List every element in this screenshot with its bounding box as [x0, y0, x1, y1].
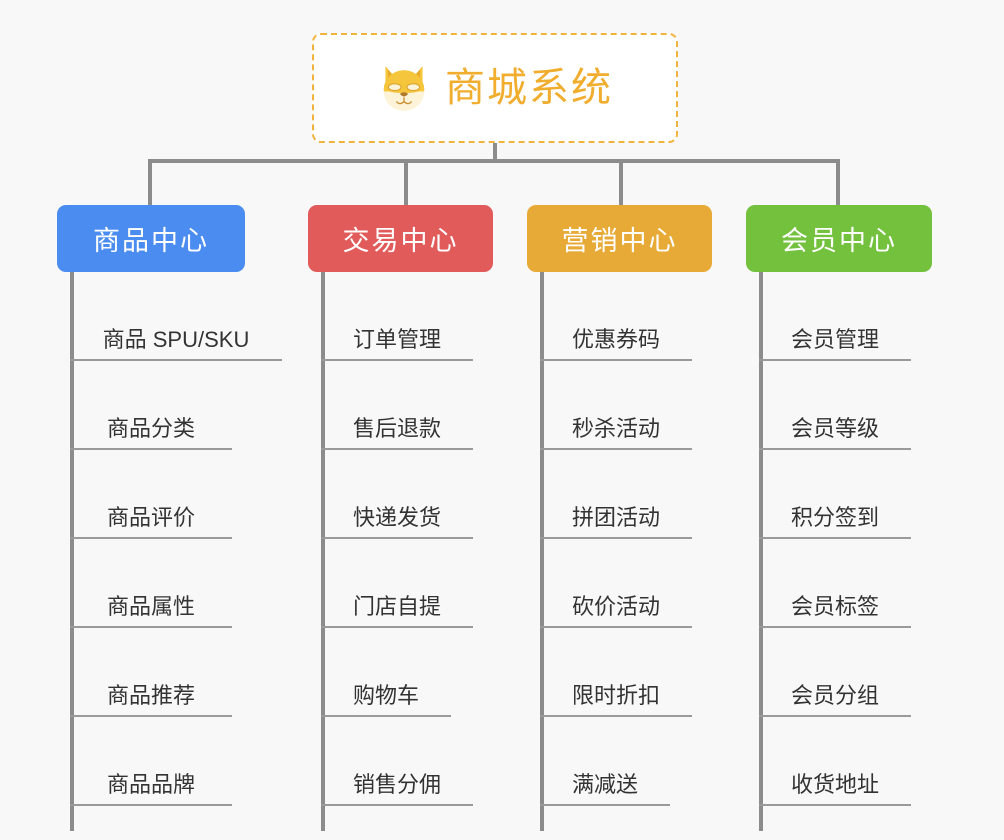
branch-trunk [321, 272, 325, 831]
leaf-label: 积分签到 [790, 504, 879, 530]
leaf-item[interactable]: 秒杀活动 [540, 361, 692, 450]
leaf-item[interactable]: 限时折扣 [540, 628, 692, 717]
leaf-underline [540, 626, 692, 628]
category-label: 交易中心 [342, 226, 459, 256]
leaf-label: 快递发货 [352, 504, 441, 530]
connector-drop-3 [619, 159, 623, 205]
leaf-underline [540, 715, 692, 717]
leaf-item[interactable]: 快递发货 [321, 450, 473, 539]
leaf-underline [321, 626, 473, 628]
leaf-underline [540, 359, 692, 361]
leaf-label: 收货地址 [790, 771, 879, 797]
connector-drop-4 [836, 159, 840, 205]
leaf-underline [70, 715, 232, 717]
leaf-underline [321, 448, 473, 450]
leaf-item[interactable]: 收货地址 [759, 717, 911, 806]
leaf-label: 商品评价 [106, 504, 195, 530]
connector-horizontal-bus [148, 159, 840, 163]
leaf-item[interactable]: 拼团活动 [540, 450, 692, 539]
leaf-item[interactable]: 销售分佣 [321, 717, 473, 806]
leaf-underline [759, 626, 911, 628]
leaf-label: 秒杀活动 [571, 415, 660, 441]
leaf-item[interactable]: 商品品牌 [70, 717, 232, 806]
category-box-marketing[interactable]: 营销中心 [527, 205, 712, 272]
leaf-item[interactable]: 优惠券码 [540, 272, 692, 361]
leaf-label: 商品推荐 [106, 682, 195, 708]
branch-trunk [759, 272, 763, 831]
leaf-underline [759, 537, 911, 539]
leaf-underline [321, 359, 473, 361]
leaf-item[interactable]: 售后退款 [321, 361, 473, 450]
leaf-label: 商品品牌 [106, 771, 195, 797]
shiba-dog-face-icon [383, 66, 425, 111]
leaf-underline [321, 715, 451, 717]
category-label: 商品中心 [93, 226, 209, 256]
leaf-label: 会员等级 [790, 415, 879, 441]
leaf-underline [70, 804, 232, 806]
leaf-item[interactable]: 商品推荐 [70, 628, 232, 717]
leaf-item[interactable]: 商品 SPU/SKU [70, 272, 282, 361]
leaf-item[interactable]: 会员管理 [759, 272, 911, 361]
leaf-underline [540, 448, 692, 450]
leaf-item[interactable]: 订单管理 [321, 272, 473, 361]
leaf-item[interactable]: 积分签到 [759, 450, 911, 539]
leaf-label: 售后退款 [352, 415, 441, 441]
leaf-label: 商品分类 [106, 415, 195, 441]
connector-drop-1 [148, 159, 152, 205]
category-box-product[interactable]: 商品中心 [57, 205, 245, 272]
root-title: 商城系统 [445, 66, 613, 110]
leaf-label: 会员分组 [790, 682, 879, 708]
leaf-label: 限时折扣 [571, 682, 660, 708]
leaf-underline [759, 804, 911, 806]
leaf-item[interactable]: 会员分组 [759, 628, 911, 717]
connector-drop-2 [404, 159, 408, 205]
leaf-label: 销售分佣 [352, 771, 441, 797]
category-box-trade[interactable]: 交易中心 [308, 205, 493, 272]
leaf-label: 商品属性 [106, 593, 195, 619]
leaf-underline [70, 626, 232, 628]
leaf-item[interactable]: 门店自提 [321, 539, 473, 628]
leaf-underline [759, 715, 911, 717]
leaf-item[interactable]: 商品评价 [70, 450, 232, 539]
leaf-underline [321, 804, 473, 806]
leaf-label: 优惠券码 [571, 326, 660, 352]
leaf-underline [759, 448, 911, 450]
leaf-label: 门店自提 [352, 593, 441, 619]
root-node[interactable]: 商城系统 [312, 33, 678, 143]
leaf-label: 拼团活动 [571, 504, 660, 530]
leaf-item[interactable]: 会员等级 [759, 361, 911, 450]
leaf-underline [70, 359, 282, 361]
category-label: 营销中心 [561, 226, 678, 256]
leaf-underline [540, 804, 670, 806]
leaf-label: 砍价活动 [571, 593, 660, 619]
leaf-label: 购物车 [352, 682, 419, 708]
leaf-underline [759, 359, 911, 361]
leaf-item[interactable]: 满减送 [540, 717, 670, 806]
leaf-item[interactable]: 砍价活动 [540, 539, 692, 628]
leaf-item[interactable]: 商品分类 [70, 361, 232, 450]
leaf-underline [70, 448, 232, 450]
category-label: 会员中心 [781, 226, 897, 256]
branch-trunk [540, 272, 544, 831]
leaf-item[interactable]: 商品属性 [70, 539, 232, 628]
branch-trunk [70, 272, 74, 831]
leaf-label: 满减送 [571, 771, 638, 797]
leaf-underline [540, 537, 692, 539]
category-box-member[interactable]: 会员中心 [746, 205, 932, 272]
leaf-label: 订单管理 [352, 326, 441, 352]
connector-root-stem [493, 143, 497, 163]
leaf-underline [70, 537, 232, 539]
leaf-label: 商品 SPU/SKU [102, 326, 250, 352]
leaf-underline [321, 537, 473, 539]
leaf-item[interactable]: 会员标签 [759, 539, 911, 628]
leaf-label: 会员管理 [790, 326, 879, 352]
leaf-item[interactable]: 购物车 [321, 628, 451, 717]
leaf-label: 会员标签 [790, 593, 879, 619]
